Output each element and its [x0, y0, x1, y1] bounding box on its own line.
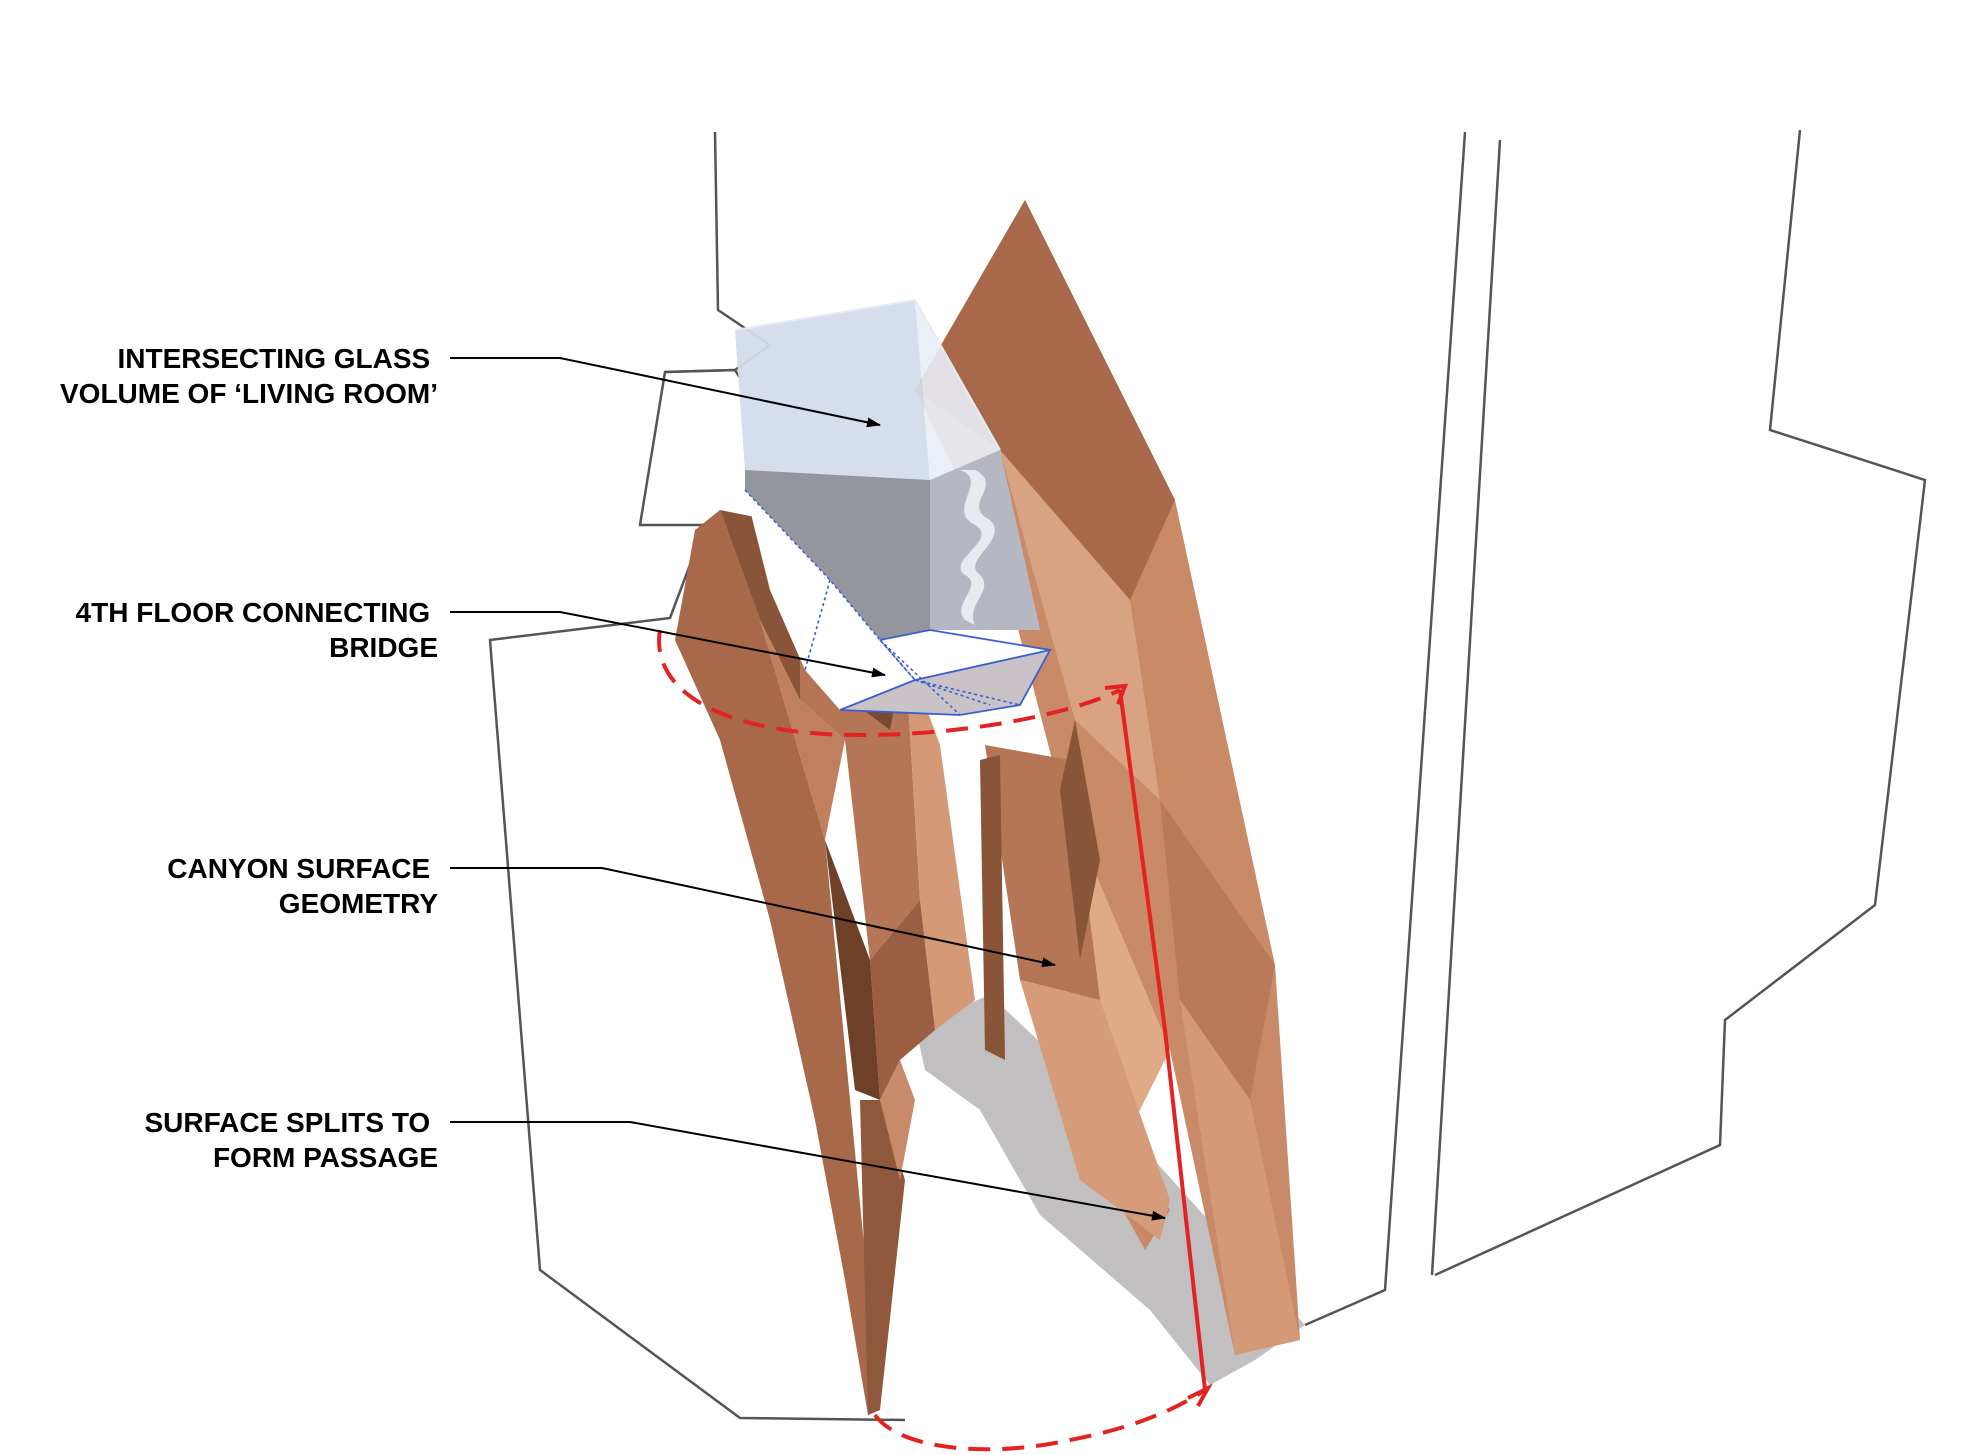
connecting-bridge	[744, 489, 1052, 716]
glass-living-room-volume	[734, 298, 1040, 650]
right-building-outline-outer	[1430, 139, 1502, 1276]
label-surface-splits: SURFACE SPLITS TO FORM PASSAGE	[144, 1107, 438, 1173]
leader-glass-volume	[450, 357, 881, 428]
building-outlines	[488, 129, 1927, 1422]
label-bridge: 4TH FLOOR CONNECTING BRIDGE	[76, 597, 438, 663]
right-building-outline-inner	[1304, 131, 1467, 1327]
red-circulation-path	[657, 629, 1213, 1452]
leader-lines	[450, 357, 1166, 1221]
upper-arc-path	[657, 629, 1121, 738]
lower-arc-path	[873, 1388, 1207, 1452]
label-canyon-surface: CANYON SURFACE GEOMETRY	[167, 853, 438, 919]
leader-canyon-surface	[450, 867, 1056, 968]
label-glass-volume: INTERSECTING GLASS VOLUME OF ‘LIVING ROO…	[60, 343, 438, 409]
leader-surface-splits	[450, 1121, 1166, 1221]
river-reflection	[960, 470, 995, 625]
vertical-route	[1118, 689, 1207, 1391]
top-left-edge	[664, 368, 742, 379]
leader-bridge	[450, 611, 886, 678]
far-right-building-outline	[1434, 129, 1927, 1277]
right-canyon-wall	[915, 200, 1300, 1355]
callout-labels: INTERSECTING GLASS VOLUME OF ‘LIVING ROO…	[60, 343, 438, 1173]
